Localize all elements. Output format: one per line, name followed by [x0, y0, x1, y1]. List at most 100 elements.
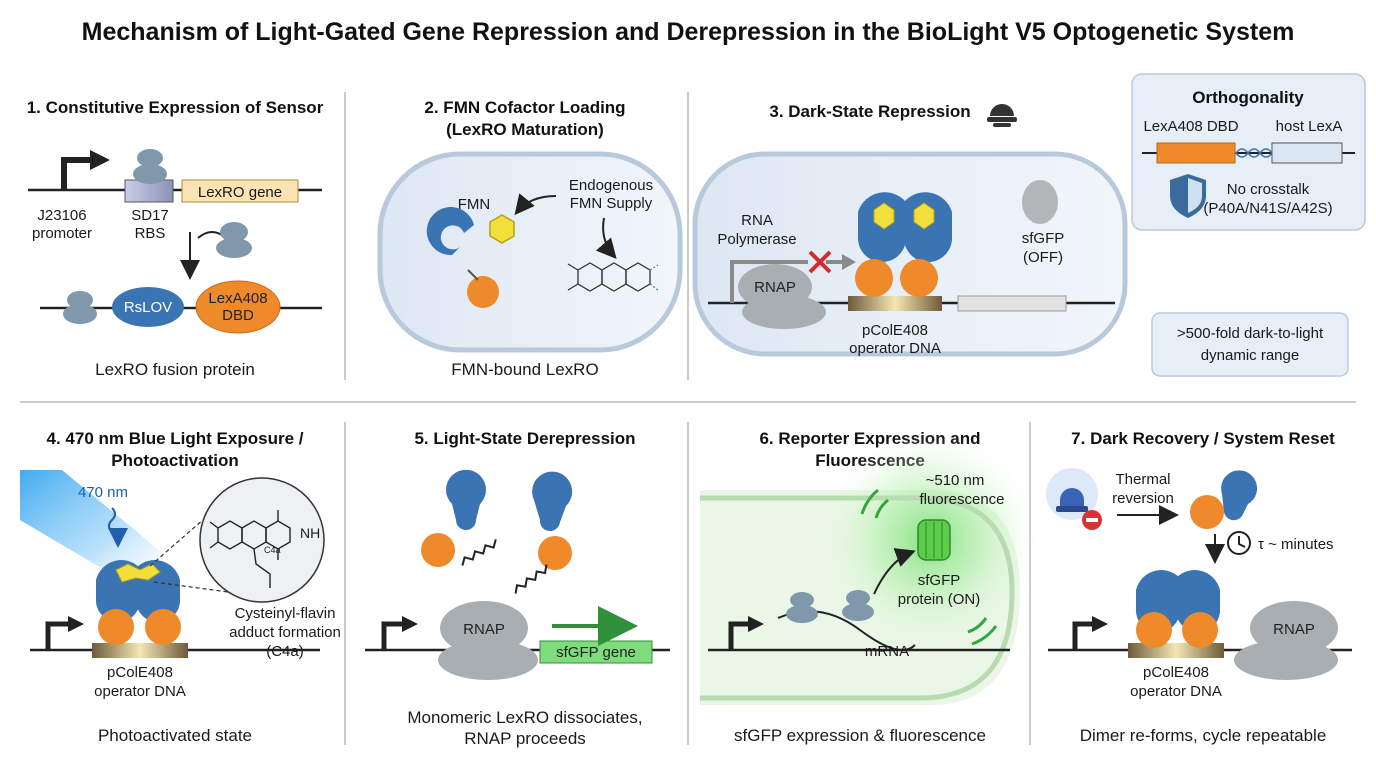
promoter-arrow-icon [1072, 621, 1094, 650]
operator-block [848, 296, 942, 311]
panel-2-caption: FMN-bound LexRO [451, 360, 598, 379]
operator-label-1: pColE408 [1143, 664, 1209, 681]
promoter-label-2: promoter [32, 225, 92, 242]
ortho-note-1: No crosstalk [1227, 181, 1310, 198]
panel-6-reporter-expression: 6. Reporter Expression and Fluorescence … [700, 429, 1040, 745]
blue-light-icon [20, 470, 165, 585]
panel-2-fmn-loading: 2. FMN Cofactor Loading (LexRO Maturatio… [377, 98, 683, 379]
page-title: Mechanism of Light-Gated Gene Repression… [82, 18, 1295, 46]
protein-label-1: sfGFP [918, 572, 961, 589]
adduct-label-1: Cysteinyl-flavin [235, 605, 336, 622]
reversion-label-1: Thermal [1115, 471, 1170, 488]
range-label-2: dynamic range [1201, 347, 1299, 364]
lexro-protein-icon [426, 207, 499, 308]
shield-icon [1170, 174, 1206, 218]
emission-label-1: ~510 nm [926, 472, 985, 489]
lexro-protein-icon [95, 560, 181, 645]
operator-label-2: operator DNA [1130, 683, 1222, 700]
dark-lamp-icon [1046, 468, 1102, 530]
supply-label-2: FMN Supply [570, 195, 653, 212]
operator-label-2: operator DNA [94, 683, 186, 700]
panel-7-caption: Dimer re-forms, cycle repeatable [1080, 726, 1327, 745]
supply-label-1: Endogenous [569, 177, 653, 194]
promoter-label-1: J23106 [37, 207, 86, 224]
panel-3-dark-repression: 3. Dark-State Repression RNA Polymerase … [692, 102, 1128, 357]
operator-label-1: pColE408 [862, 322, 928, 339]
reporter-label-1: sfGFP [1022, 230, 1065, 247]
wavelength-label: 470 nm [78, 484, 128, 501]
emission-wave-icon [860, 488, 998, 646]
rnap-icon [438, 601, 538, 680]
ortho-heading: Orthogonality [1192, 88, 1304, 107]
ribosome-icon [63, 291, 97, 324]
panel-4-photoactivation: 4. 470 nm Blue Light Exposure / Photoact… [20, 429, 341, 745]
operator-block [1128, 643, 1224, 658]
c4a-label: C4a [264, 545, 281, 555]
promoter-arrow-icon [728, 621, 750, 650]
reporter-label-2: (OFF) [1023, 249, 1063, 266]
lexro-protein-icon [421, 469, 573, 570]
adduct-label-3: (C4a) [266, 643, 304, 660]
flavin-molecule-icon [567, 262, 659, 292]
promoter-arrow-icon [61, 157, 92, 190]
sfgfp-gene-block [539, 640, 653, 664]
panel-5-caption-1: Monomeric LexRO dissociates, [407, 708, 642, 727]
fmn-label: FMN [458, 196, 491, 213]
panel-3-heading: 3. Dark-State Repression [769, 102, 970, 121]
operator-block [92, 643, 188, 658]
lexro-protein-icon [1190, 470, 1258, 529]
panel-2-heading-1: 2. FMN Cofactor Loading [424, 98, 625, 117]
panel-5-derepression: 5. Light-State Derepression RNAP sfGFP g… [365, 429, 670, 748]
adduct-zoom-circle [199, 477, 325, 603]
pol-label-1: RNA [741, 212, 773, 229]
tau-label: τ ~ minutes [1258, 536, 1334, 553]
lexa408-block [1156, 142, 1236, 164]
ribosome-icon [786, 590, 874, 623]
flavin-hexagon [489, 214, 515, 244]
dna-helix-icon [1235, 148, 1273, 158]
panel-1-heading: 1. Constitutive Expression of Sensor [27, 98, 324, 117]
dynamic-range-box: >500-fold dark-to-light dynamic range [1151, 312, 1349, 377]
ortho-left-label: LexA408 DBD [1143, 118, 1238, 135]
lexro-gene-block [181, 179, 299, 203]
rnap-label: RNAP [1273, 621, 1315, 638]
gfp-barrel-icon [1022, 180, 1058, 224]
dbd-label-2: DBD [222, 307, 254, 324]
ribosome-icon [216, 222, 252, 258]
lexro-protein-icon [855, 192, 953, 297]
panel-2-heading-2: (LexRO Maturation) [446, 120, 604, 139]
rbs-label-2: RBS [135, 225, 166, 242]
ortho-right-label: host LexA [1276, 118, 1343, 135]
dbd-label-1: LexA408 [208, 290, 267, 307]
dbd-domain [195, 280, 281, 334]
panel-5-caption-2: RNAP proceeds [464, 729, 586, 748]
panel-5-heading: 5. Light-State Derepression [414, 429, 635, 448]
panel-4-heading-2: Photoactivation [111, 451, 239, 470]
protein-label-2: protein (ON) [898, 591, 981, 608]
mrna-label: mRNA [865, 643, 909, 660]
cell-envelope [377, 151, 683, 353]
rnap-label: RNAP [463, 621, 505, 638]
panel-1-caption: LexRO fusion protein [95, 360, 255, 379]
promoter-arrow-icon [381, 621, 404, 650]
adduct-label-2: adduct formation [229, 624, 341, 641]
gene-label: LexRO gene [198, 184, 282, 201]
range-label-1: >500-fold dark-to-light [1177, 325, 1324, 342]
panel-7-heading: 7. Dark Recovery / System Reset [1071, 429, 1335, 448]
ortho-note-2: (P40A/N41S/A42S) [1203, 200, 1332, 217]
panel-7-dark-recovery: 7. Dark Recovery / System Reset Thermal … [1046, 429, 1352, 745]
rnap-icon [738, 264, 826, 329]
dark-lamp-icon [987, 104, 1017, 127]
panel-1-constitutive-expression: 1. Constitutive Expression of Sensor Lex… [27, 98, 324, 379]
operator-label-2: operator DNA [849, 340, 941, 357]
nh-label: NH [300, 525, 320, 541]
reversion-label-2: reversion [1112, 490, 1174, 507]
rnap-label: RNAP [754, 279, 796, 296]
reporter-gene-off [957, 295, 1067, 312]
panel-4-heading-1: 4. 470 nm Blue Light Exposure / [47, 429, 304, 448]
lexro-protein-icon [1135, 570, 1221, 648]
block-x-icon [808, 250, 832, 274]
clock-icon [1227, 531, 1251, 555]
